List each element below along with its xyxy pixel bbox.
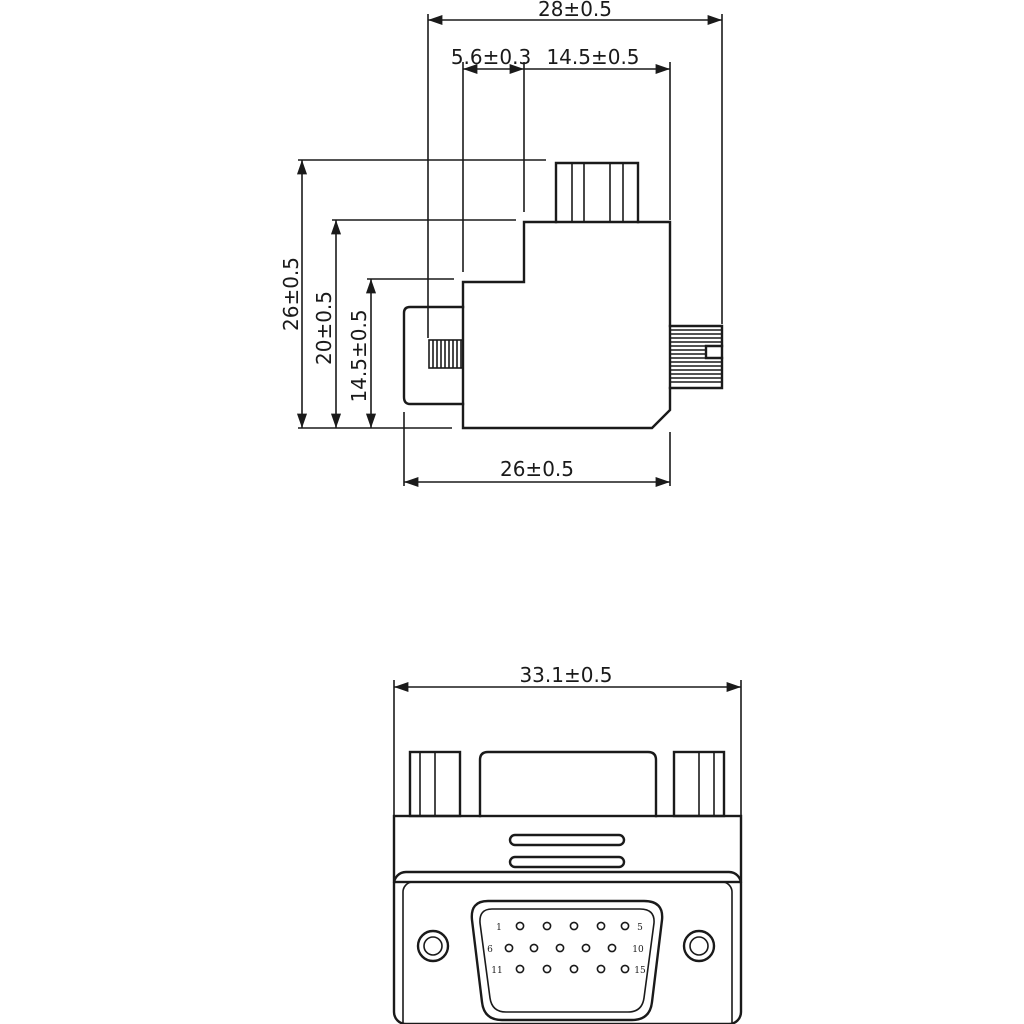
- pin-row-3: [515, 964, 630, 974]
- pin-label-10: 10: [632, 945, 644, 955]
- front-view: 33.1±0.5: [392, 663, 743, 1024]
- dim-screw-height: 14.5±0.5: [347, 309, 371, 402]
- pin-label-6: 6: [487, 945, 493, 955]
- dim-body-height: 20±0.5: [312, 291, 336, 365]
- side-body-outline: [461, 220, 672, 430]
- right-knurled-screw: [668, 324, 724, 390]
- pin-label-11: 11: [491, 966, 502, 976]
- pin-row-2: [504, 943, 617, 953]
- pin-label-1: 1: [496, 923, 502, 933]
- left-plug-stub: [402, 305, 465, 406]
- dim-overall-height: 26±0.5: [279, 257, 303, 331]
- left-mount-hole: [416, 929, 450, 963]
- pin-label-15: 15: [634, 966, 646, 976]
- faceplate: [392, 870, 743, 1024]
- threaded-screw: [428, 339, 464, 369]
- center-housing: [478, 750, 658, 818]
- dim-front-overall-width: 33.1±0.5: [519, 663, 612, 687]
- side-extension-lines: [298, 14, 723, 486]
- pin-label-5: 5: [637, 923, 643, 933]
- side-view: 28±0.5 5.6±0.3 14.5±0.5 26±0.5 20±0.5 14…: [279, 0, 724, 488]
- dim-base-width: 26±0.5: [500, 457, 574, 481]
- dsub-shell-inner: [479, 908, 655, 1013]
- top-knob: [554, 161, 640, 224]
- vent-slot-2: [508, 855, 626, 869]
- left-post: [408, 750, 462, 818]
- faceplate-inner: [402, 881, 733, 1024]
- right-post: [672, 750, 726, 818]
- dsub-shell: [470, 899, 664, 1022]
- right-mount-hole: [682, 929, 716, 963]
- vent-slot-1: [508, 833, 626, 847]
- dim-overall-width-top: 28±0.5: [538, 0, 612, 21]
- pin-row-1: [515, 921, 630, 931]
- dim-pitch-a: 5.6±0.3: [451, 45, 531, 69]
- side-dimension-lines: [296, 14, 722, 488]
- dim-pitch-b: 14.5±0.5: [546, 45, 639, 69]
